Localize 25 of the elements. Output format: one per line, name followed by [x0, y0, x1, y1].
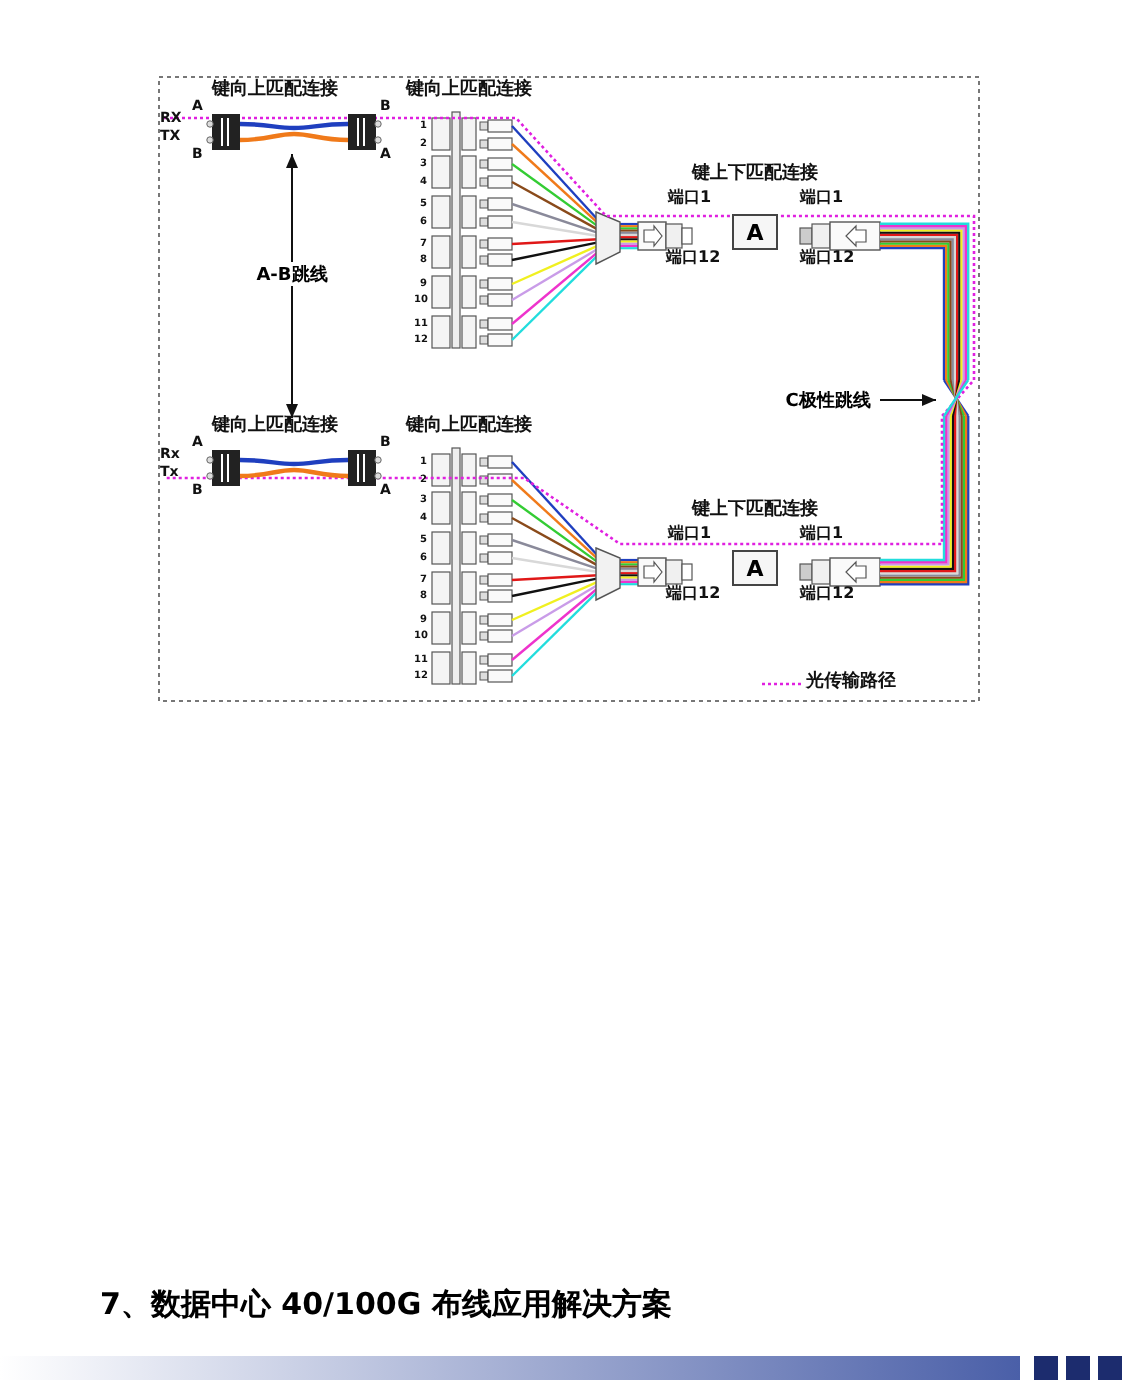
port-label: 端口1 — [668, 190, 712, 206]
connection-label: 键上下匹配连接 — [692, 502, 818, 520]
arrow — [286, 153, 298, 263]
cable-label: A-B跳线 — [248, 262, 336, 286]
connection-label: 键向上匹配连接 — [406, 82, 532, 100]
cable-label: C极性跳线 — [780, 388, 876, 412]
port-label: 端口12 — [666, 250, 721, 266]
patch-cord-drawing — [200, 82, 388, 154]
caption-text: 键向上匹配连接 — [212, 418, 338, 436]
legend-label: 光传输路径 — [806, 674, 896, 692]
arrow — [879, 394, 937, 406]
adapter-box: A — [732, 214, 778, 250]
section-heading: 7、数据中心 40/100G 布线应用解决方案 — [100, 1290, 672, 1320]
port-label: 端口12 — [800, 250, 855, 266]
port-label: 端口12 — [800, 586, 855, 602]
port-label: 端口12 — [666, 586, 721, 602]
port-label: 端口1 — [800, 526, 844, 542]
connection-label: 键向上匹配连接 — [406, 418, 532, 436]
caption-text: 键向上匹配连接 — [212, 82, 338, 100]
arrow — [286, 285, 298, 419]
port-label: 端口1 — [800, 190, 844, 206]
port-label: 端口1 — [668, 526, 712, 542]
adapter-box: A — [732, 550, 778, 586]
connection-label: 键上下匹配连接 — [692, 166, 818, 184]
patch-cord-drawing — [200, 418, 388, 490]
